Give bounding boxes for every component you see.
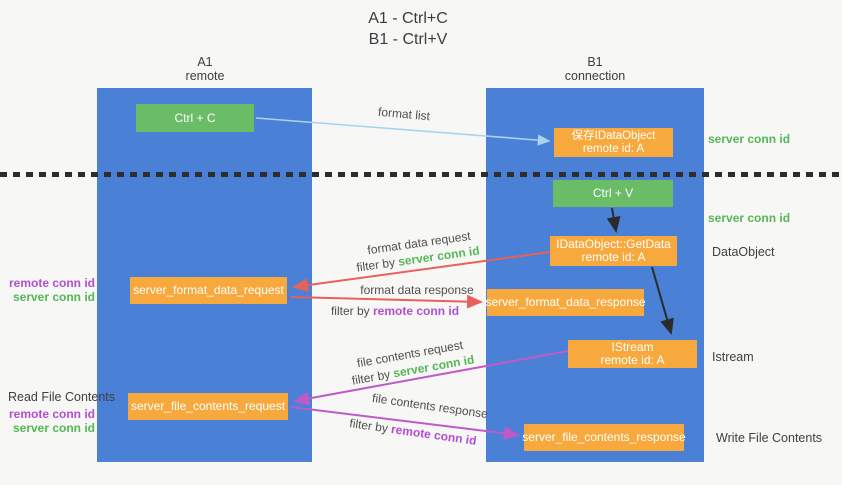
- remote-conn-id-text: remote conn id: [390, 422, 478, 448]
- server-conn-id-annotation-top: server conn id: [708, 132, 791, 146]
- istream-line1: IStream: [611, 340, 654, 354]
- istream-annotation: Istream: [712, 350, 754, 364]
- dotted-separator-line: [0, 172, 842, 177]
- format-data-response-arrow: [290, 294, 483, 309]
- getdata-line1: IDataObject::GetData: [556, 237, 671, 251]
- dataobject-annotation: DataObject: [712, 245, 775, 259]
- remote-conn-id-annotation-2: remote conn id: [8, 407, 95, 421]
- filter-by-remote-conn-id-label-2: filter by remote conn id: [349, 416, 478, 448]
- filter-by-text: filter by: [355, 255, 396, 275]
- istream-box: IStream remote id: A: [568, 340, 697, 368]
- column-header-a1: A1 remote: [145, 55, 265, 83]
- title-line-2: B1 - Ctrl+V: [368, 31, 448, 48]
- remote-conn-id-text: remote conn id: [373, 304, 460, 318]
- left-conn-id-block-1: remote conn id server conn id: [0, 276, 95, 304]
- server-conn-id-annotation-2: server conn id: [12, 421, 95, 435]
- save-dataobject-box: 保存IDataObject remote id: A: [554, 128, 673, 157]
- remote-conn-id-annotation-1: remote conn id: [8, 276, 95, 290]
- filter-by-text: filter by: [348, 416, 389, 436]
- format-list-label: format list: [377, 104, 431, 124]
- column-a1-name: A1: [197, 55, 213, 69]
- file-contents-response-label: file contents response: [371, 390, 489, 422]
- left-conn-id-block-2: remote conn id server conn id: [0, 407, 95, 435]
- ctrl-v-box: Ctrl + V: [553, 180, 673, 207]
- ctrl-v-label: Ctrl + V: [592, 186, 634, 200]
- istream-line2: remote id: A: [600, 353, 665, 367]
- column-b1-role: connection: [564, 69, 626, 83]
- ctrl-c-box: Ctrl + C: [136, 104, 254, 132]
- server-format-data-response-label: server_format_data_response: [485, 295, 646, 309]
- idataobject-getdata-box: IDataObject::GetData remote id: A: [550, 236, 677, 266]
- diagram-title: A1 - Ctrl+C B1 - Ctrl+V: [308, 8, 508, 50]
- column-a1-role: remote: [185, 69, 225, 83]
- server-format-data-response-box: server_format_data_response: [485, 289, 646, 316]
- title-line-1: A1 - Ctrl+C: [368, 10, 448, 27]
- filter-by-remote-conn-id-label-1: filter by remote conn id: [331, 304, 459, 318]
- filter-by-text: filter by: [350, 367, 392, 388]
- ctrl-c-label: Ctrl + C: [174, 110, 216, 125]
- server-conn-id-annotation-mid: server conn id: [708, 211, 791, 225]
- server-file-contents-request-label: server_file_contents_request: [130, 399, 286, 413]
- server-file-contents-response-box: server_file_contents_response: [522, 424, 686, 451]
- server-conn-id-annotation-1: server conn id: [12, 290, 95, 304]
- column-header-b1: B1 connection: [535, 55, 655, 83]
- server-file-contents-response-label: server_file_contents_response: [522, 430, 686, 444]
- getdata-line2: remote id: A: [581, 250, 646, 264]
- server-format-data-request-label: server_format_data_request: [133, 283, 284, 297]
- format-data-response-label: format data response: [360, 283, 474, 297]
- filter-by-text: filter by: [330, 304, 370, 318]
- server-format-data-request-box: server_format_data_request: [130, 277, 287, 304]
- server-file-contents-request-box: server_file_contents_request: [128, 393, 288, 420]
- write-file-contents-annotation: Write File Contents: [716, 431, 823, 445]
- column-b1-name: B1: [587, 55, 603, 69]
- read-file-contents-annotation: Read File Contents: [8, 390, 116, 404]
- save-dataobject-line2: remote id: A: [582, 142, 645, 155]
- save-dataobject-line1: 保存IDataObject: [571, 129, 656, 142]
